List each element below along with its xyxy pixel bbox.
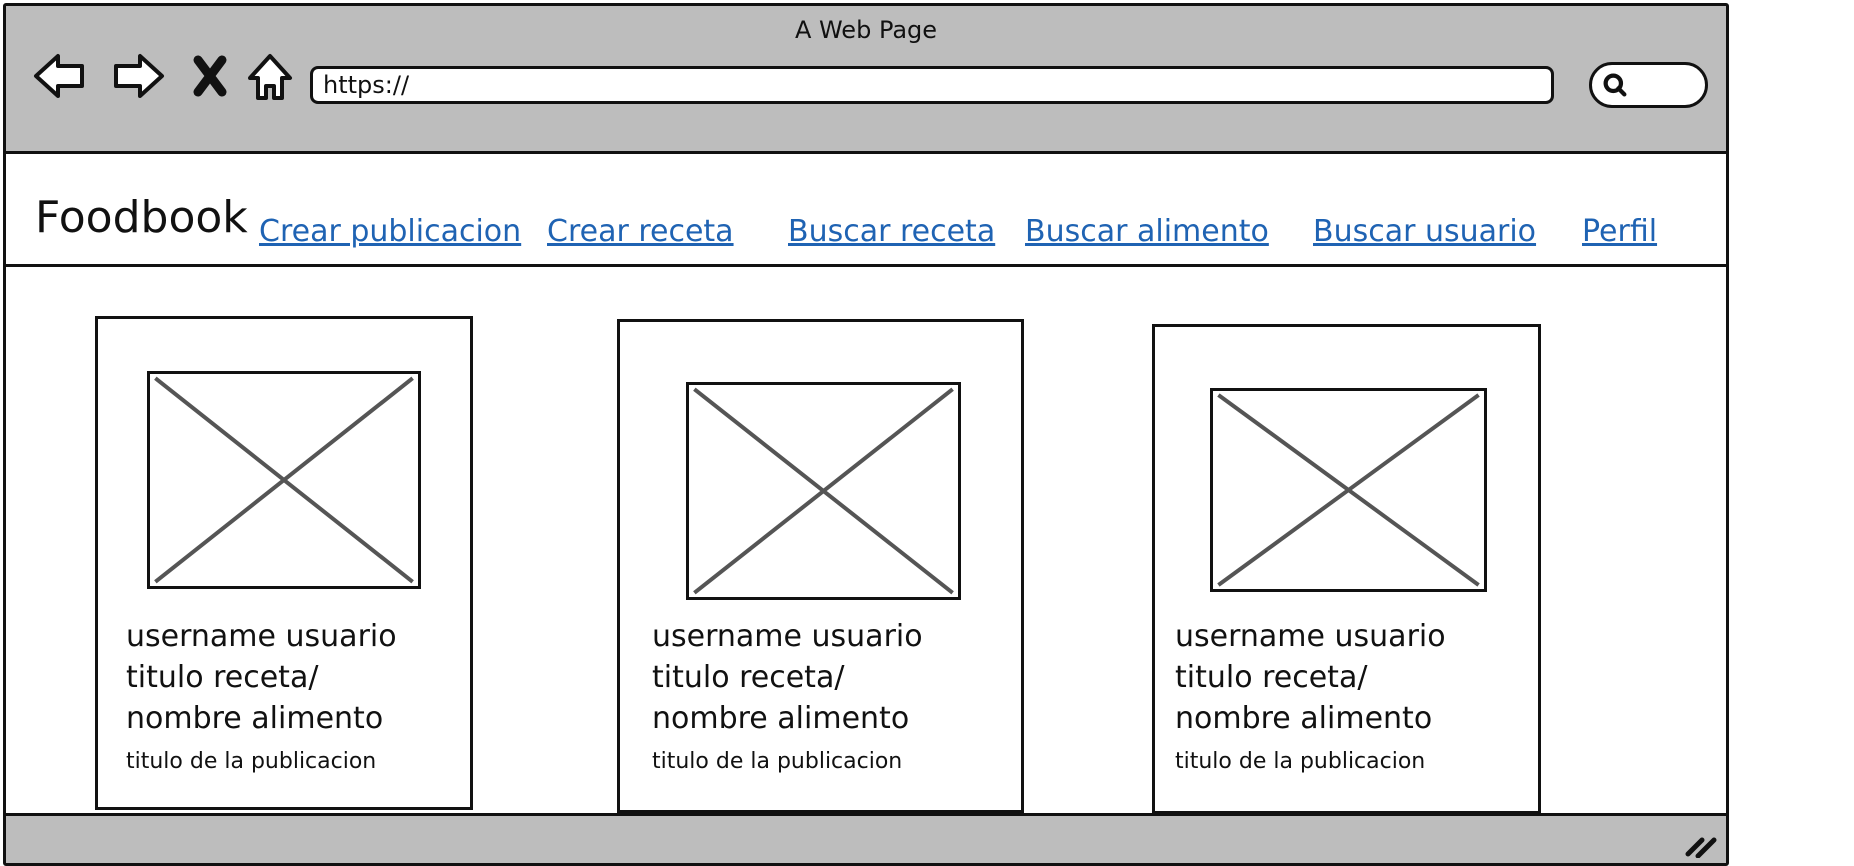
- url-text: https://: [323, 71, 410, 99]
- brand-logo[interactable]: Foodbook: [35, 192, 248, 243]
- browser-titlebar: A Web Page https://: [6, 6, 1726, 154]
- url-bar[interactable]: https://: [310, 66, 1554, 104]
- placeholder-x-icon: [689, 385, 958, 597]
- home-icon[interactable]: [242, 48, 298, 104]
- image-placeholder: [686, 382, 961, 600]
- placeholder-x-icon: [150, 374, 418, 586]
- search-icon: [1603, 73, 1627, 97]
- post-card[interactable]: username usuario titulo receta/ nombre a…: [1152, 324, 1541, 814]
- card-username: username usuario: [652, 619, 923, 654]
- nav-link-crear-receta[interactable]: Crear receta: [547, 214, 734, 249]
- browser-window: A Web Page https://: [3, 3, 1729, 866]
- card-title-line: titulo receta/: [1175, 660, 1368, 695]
- card-title-line: titulo receta/: [652, 660, 845, 695]
- card-title-line: nombre alimento: [1175, 701, 1433, 736]
- card-title-line: nombre alimento: [126, 701, 384, 736]
- image-placeholder: [1210, 388, 1487, 592]
- nav-link-perfil[interactable]: Perfil: [1582, 214, 1658, 249]
- forward-arrow-icon[interactable]: [110, 48, 166, 104]
- card-username: username usuario: [126, 619, 397, 654]
- post-card[interactable]: username usuario titulo receta/ nombre a…: [617, 319, 1024, 813]
- nav-link-buscar-receta[interactable]: Buscar receta: [788, 214, 996, 249]
- card-subtitle: titulo de la publicacion: [126, 749, 377, 774]
- browser-search-button[interactable]: [1589, 62, 1708, 108]
- window-title: A Web Page: [794, 16, 938, 44]
- stop-x-icon[interactable]: [184, 48, 240, 104]
- card-title-line: titulo receta/: [126, 660, 319, 695]
- browser-statusbar: [6, 813, 1726, 863]
- nav-link-crear-publicacion[interactable]: Crear publicacion: [259, 214, 522, 249]
- card-title-line: nombre alimento: [652, 701, 910, 736]
- back-arrow-icon[interactable]: [32, 48, 88, 104]
- placeholder-x-icon: [1213, 391, 1484, 589]
- post-card[interactable]: username usuario titulo receta/ nombre a…: [95, 316, 473, 810]
- card-username: username usuario: [1175, 619, 1446, 654]
- card-subtitle: titulo de la publicacion: [1175, 749, 1426, 774]
- resize-grip-icon[interactable]: [1684, 828, 1718, 858]
- nav-link-buscar-usuario[interactable]: Buscar usuario: [1313, 214, 1537, 249]
- site-navbar: Foodbook Crear publicacion Crear receta …: [6, 156, 1726, 267]
- image-placeholder: [147, 371, 421, 589]
- nav-link-buscar-alimento[interactable]: Buscar alimento: [1025, 214, 1269, 249]
- card-subtitle: titulo de la publicacion: [652, 749, 903, 774]
